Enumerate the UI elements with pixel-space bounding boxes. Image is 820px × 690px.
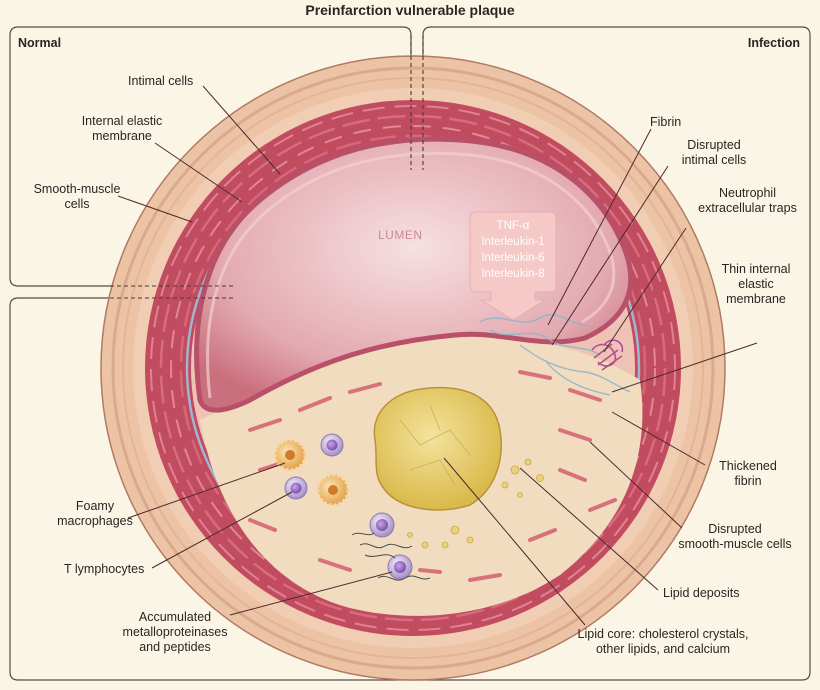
label-fibrin: Fibrin <box>650 115 682 129</box>
label-thin-internal-elastic-membrane: Thin internal elastic membrane <box>721 262 791 306</box>
label-foamy-macrophages: Foamy macrophages <box>57 499 133 528</box>
label-lipid-deposits: Lipid deposits <box>663 586 740 600</box>
cytokine-arrow <box>469 211 557 321</box>
label-disrupted-intimal-cells: Disrupted intimal cells <box>681 138 747 167</box>
fibrin-strands <box>479 313 631 396</box>
lipid-core <box>373 386 502 511</box>
metalloproteinase-fibers <box>351 532 431 581</box>
cytokine-tnf: TNF-α <box>496 220 530 232</box>
panel-divider-dashes <box>110 35 424 299</box>
lumen-label: LUMEN <box>378 228 423 242</box>
t-lymphocytes <box>284 433 413 580</box>
cytokine-il1: Interleukin-1 <box>481 236 545 248</box>
cytokine-list: TNF-α Interleukin-1 Interleukin-6 Interl… <box>470 218 556 282</box>
neutrophil-extracellular-traps <box>591 339 624 371</box>
label-metalloproteinases: Accumulated metalloproteinases and pepti… <box>122 610 228 654</box>
foamy-macrophages <box>273 438 350 507</box>
label-internal-elastic-membrane: Internal elastic membrane <box>81 114 163 143</box>
lumen <box>194 136 634 413</box>
label-lipid-core: Lipid core: cholesterol crystals, other … <box>577 627 749 656</box>
label-intimal-cells: Intimal cells <box>128 74 194 88</box>
cytokine-il8: Interleukin-8 <box>481 268 545 280</box>
label-smooth-muscle-cells: Smooth-muscle cells <box>33 182 121 211</box>
panel-label-normal: Normal <box>18 36 62 50</box>
normal-panel-frame <box>9 26 811 681</box>
label-neutrophil-traps: Neutrophil extracellular traps <box>698 186 797 215</box>
label-disrupted-smooth-muscle-cells: Disrupted smooth-muscle cells <box>678 522 792 551</box>
lipid-deposits <box>407 458 544 549</box>
figure-title: Preinfarction vulnerable plaque <box>305 2 515 18</box>
label-t-lymphocytes: T lymphocytes <box>64 562 145 576</box>
leader-lines <box>117 85 758 626</box>
cytokine-il6: Interleukin-6 <box>481 252 545 264</box>
panel-label-infection: Infection <box>747 36 800 50</box>
label-thickened-fibrin: Thickened fibrin <box>719 459 777 488</box>
